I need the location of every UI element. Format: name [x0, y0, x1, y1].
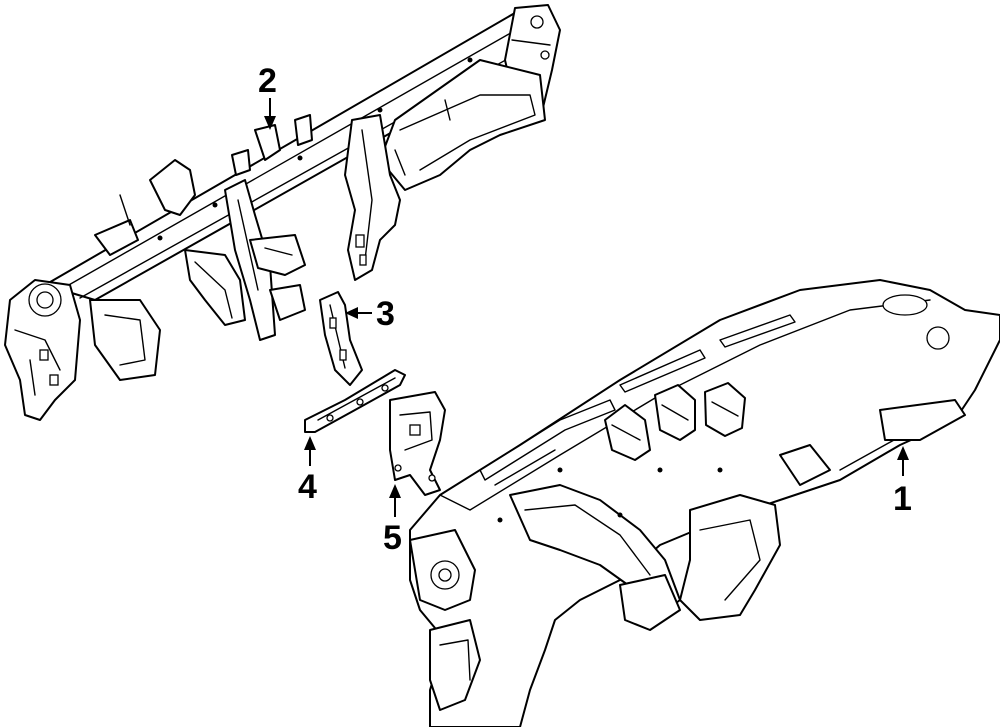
callout-5: 5 — [383, 484, 402, 557]
callout-1: 1 — [893, 446, 912, 518]
center-brace — [304, 369, 406, 433]
callout-label: 3 — [376, 295, 395, 333]
center-support-bracket — [389, 391, 446, 496]
cross-car-beam — [4, 4, 561, 421]
callout-3: 3 — [345, 295, 395, 333]
callout-label: 1 — [893, 480, 912, 518]
side-bracket — [319, 291, 363, 386]
callout-4: 4 — [298, 436, 317, 506]
instrument-panel — [409, 279, 1000, 727]
callout-label: 4 — [298, 468, 317, 506]
callout-2: 2 — [258, 62, 277, 130]
callout-label: 5 — [383, 519, 402, 557]
callout-label: 2 — [258, 62, 277, 100]
